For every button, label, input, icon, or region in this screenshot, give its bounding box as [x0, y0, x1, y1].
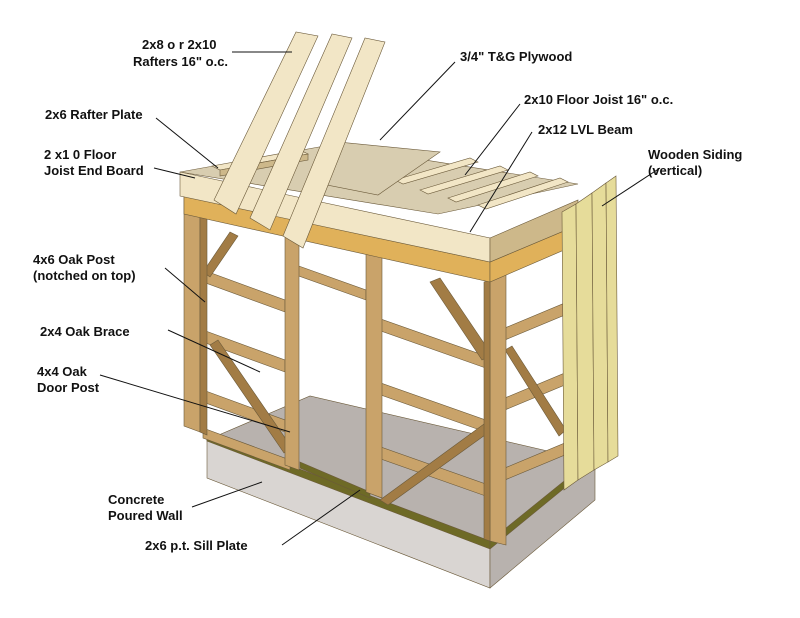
label-wall-line2: Poured Wall	[108, 508, 183, 523]
corner-post-left	[183, 194, 201, 433]
label-siding-line2: (vertical)	[648, 163, 702, 178]
rafter	[249, 33, 353, 231]
leader-line	[464, 103, 521, 176]
corner-post-left-side	[199, 193, 208, 436]
leader-line	[191, 481, 263, 508]
label-end-board-line1: 2 x1 0 Floor	[44, 147, 116, 162]
leader-line	[167, 329, 261, 373]
siding-board	[605, 175, 619, 463]
front-girts-right-bay	[295, 264, 498, 501]
label-post-line1: 4x6 Oak Post	[33, 252, 115, 267]
door-post-right	[365, 244, 383, 499]
label-end-board-line2: Joist End Board	[44, 163, 144, 178]
header-girt	[295, 264, 367, 301]
leader-line	[153, 167, 196, 179]
rafters	[213, 31, 386, 249]
callout-labels: 2x8 o r 2x10 Rafters 16" o.c. 3/4" T&G P…	[33, 37, 742, 553]
siding-board	[561, 203, 579, 491]
wooden-siding	[561, 175, 619, 491]
floor-joist	[447, 171, 539, 203]
label-rafter-plate: 2x6 Rafter Plate	[45, 107, 143, 122]
rafter	[282, 37, 386, 249]
corner-post-right-front	[483, 279, 491, 542]
label-floor-joist: 2x10 Floor Joist 16" o.c.	[524, 92, 673, 107]
leader-line	[281, 489, 361, 546]
right-brace	[504, 345, 567, 437]
leader-line	[155, 117, 219, 169]
label-brace: 2x4 Oak Brace	[40, 324, 130, 339]
leader-line	[379, 61, 456, 141]
oak-braces	[202, 231, 493, 506]
label-siding-line1: Wooden Siding	[648, 147, 742, 162]
leader-lines	[99, 51, 661, 546]
brace-left-upper	[202, 231, 239, 278]
girt	[202, 269, 286, 313]
floor-joist	[477, 177, 569, 210]
label-rafters-line2: Rafters 16" o.c.	[133, 54, 228, 69]
label-sill: 2x6 p.t. Sill Plate	[145, 538, 248, 553]
label-wall-line1: Concrete	[108, 492, 164, 507]
label-post-line2: (notched on top)	[33, 268, 136, 283]
oak-posts	[183, 193, 507, 546]
right-girt-1	[499, 299, 573, 343]
label-door-post-line2: Door Post	[37, 380, 100, 395]
leader-line	[164, 267, 206, 303]
girt-bottom	[202, 427, 291, 471]
label-door-post-line1: 4x4 Oak	[37, 364, 88, 379]
floor-joist	[394, 157, 479, 185]
leader-line	[601, 167, 661, 207]
leader-line	[469, 131, 533, 233]
door-post-left	[284, 219, 300, 471]
leader-line	[99, 374, 291, 433]
siding-board	[591, 182, 609, 471]
label-plywood: 3/4" T&G Plywood	[460, 49, 572, 64]
label-rafters-line1: 2x8 o r 2x10	[142, 37, 216, 52]
rafter	[213, 31, 319, 215]
corner-post-right	[489, 271, 507, 546]
floor-joists	[394, 157, 569, 210]
sill-plate-back	[299, 461, 371, 499]
siding-board	[575, 192, 595, 481]
label-lvl-beam: 2x12 LVL Beam	[538, 122, 633, 137]
